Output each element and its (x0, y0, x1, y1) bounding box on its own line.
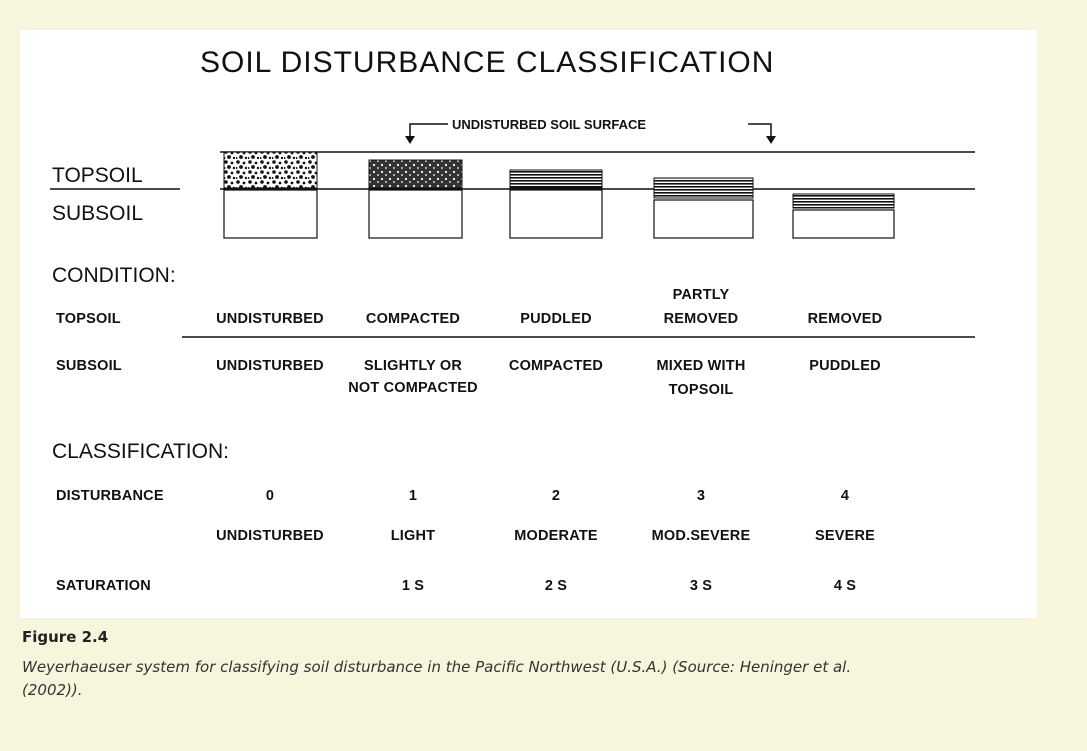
figure-description: Weyerhaeuser system for classifying soil… (22, 658, 852, 699)
profile-2 (509, 169, 603, 239)
figure-panel: SOIL DISTURBANCE CLASSIFICATION UNDISTUR… (20, 30, 1037, 618)
class-4: 4 (841, 488, 849, 504)
soil-disturbance-diagram: SOIL DISTURBANCE CLASSIFICATION UNDISTUR… (50, 46, 975, 594)
class-description-3: MOD.SEVERE (652, 528, 751, 544)
class-description-0: UNDISTURBED (216, 528, 324, 544)
topsoil-condition-4: REMOVED (808, 311, 883, 327)
class-1: 1 (409, 488, 417, 504)
class-description-2: MODERATE (514, 528, 598, 544)
saturation-3: 3 S (690, 578, 712, 594)
layer-label-topsoil: TOPSOIL (52, 164, 143, 187)
topsoil-condition-2: PUDDLED (520, 311, 592, 327)
figure-caption: Figure 2.4 Weyerhaeuser system for class… (22, 628, 1062, 702)
topsoil-condition-0: UNDISTURBED (216, 311, 324, 327)
saturation-2: 2 S (545, 578, 567, 594)
class-description-4: SEVERE (815, 528, 875, 544)
saturation-label: SATURATION (56, 578, 151, 594)
subsoil-condition-4: PUDDLED (809, 358, 881, 374)
class-0: 0 (266, 488, 274, 504)
saturation-1: 1 S (402, 578, 424, 594)
diagram-title: SOIL DISTURBANCE CLASSIFICATION (200, 46, 774, 79)
surface-bracket: UNDISTURBED SOIL SURFACE (405, 117, 776, 144)
condition-heading: CONDITION: (52, 264, 176, 287)
condition-topsoil-label: TOPSOIL (56, 311, 121, 327)
class-2: 2 (552, 488, 560, 504)
profile-3 (653, 177, 754, 239)
condition-subsoil-label: SUBSOIL (56, 358, 122, 374)
subsoil-condition-0: UNDISTURBED (216, 358, 324, 374)
disturbance-label: DISTURBANCE (56, 488, 164, 504)
subsoil-condition-2: COMPACTED (509, 358, 603, 374)
layer-label-subsoil: SUBSOIL (52, 202, 143, 225)
figure-label: Figure 2.4 (22, 628, 109, 646)
topsoil-condition-1: COMPACTED (366, 311, 460, 327)
class-description-1: LIGHT (391, 528, 436, 544)
saturation-4: 4 S (834, 578, 856, 594)
profile-0 (223, 151, 318, 239)
surface-label: UNDISTURBED SOIL SURFACE (452, 117, 646, 132)
class-3: 3 (697, 488, 705, 504)
classification-heading: CLASSIFICATION: (52, 440, 229, 463)
profile-1 (368, 159, 463, 239)
profile-4 (792, 193, 895, 239)
